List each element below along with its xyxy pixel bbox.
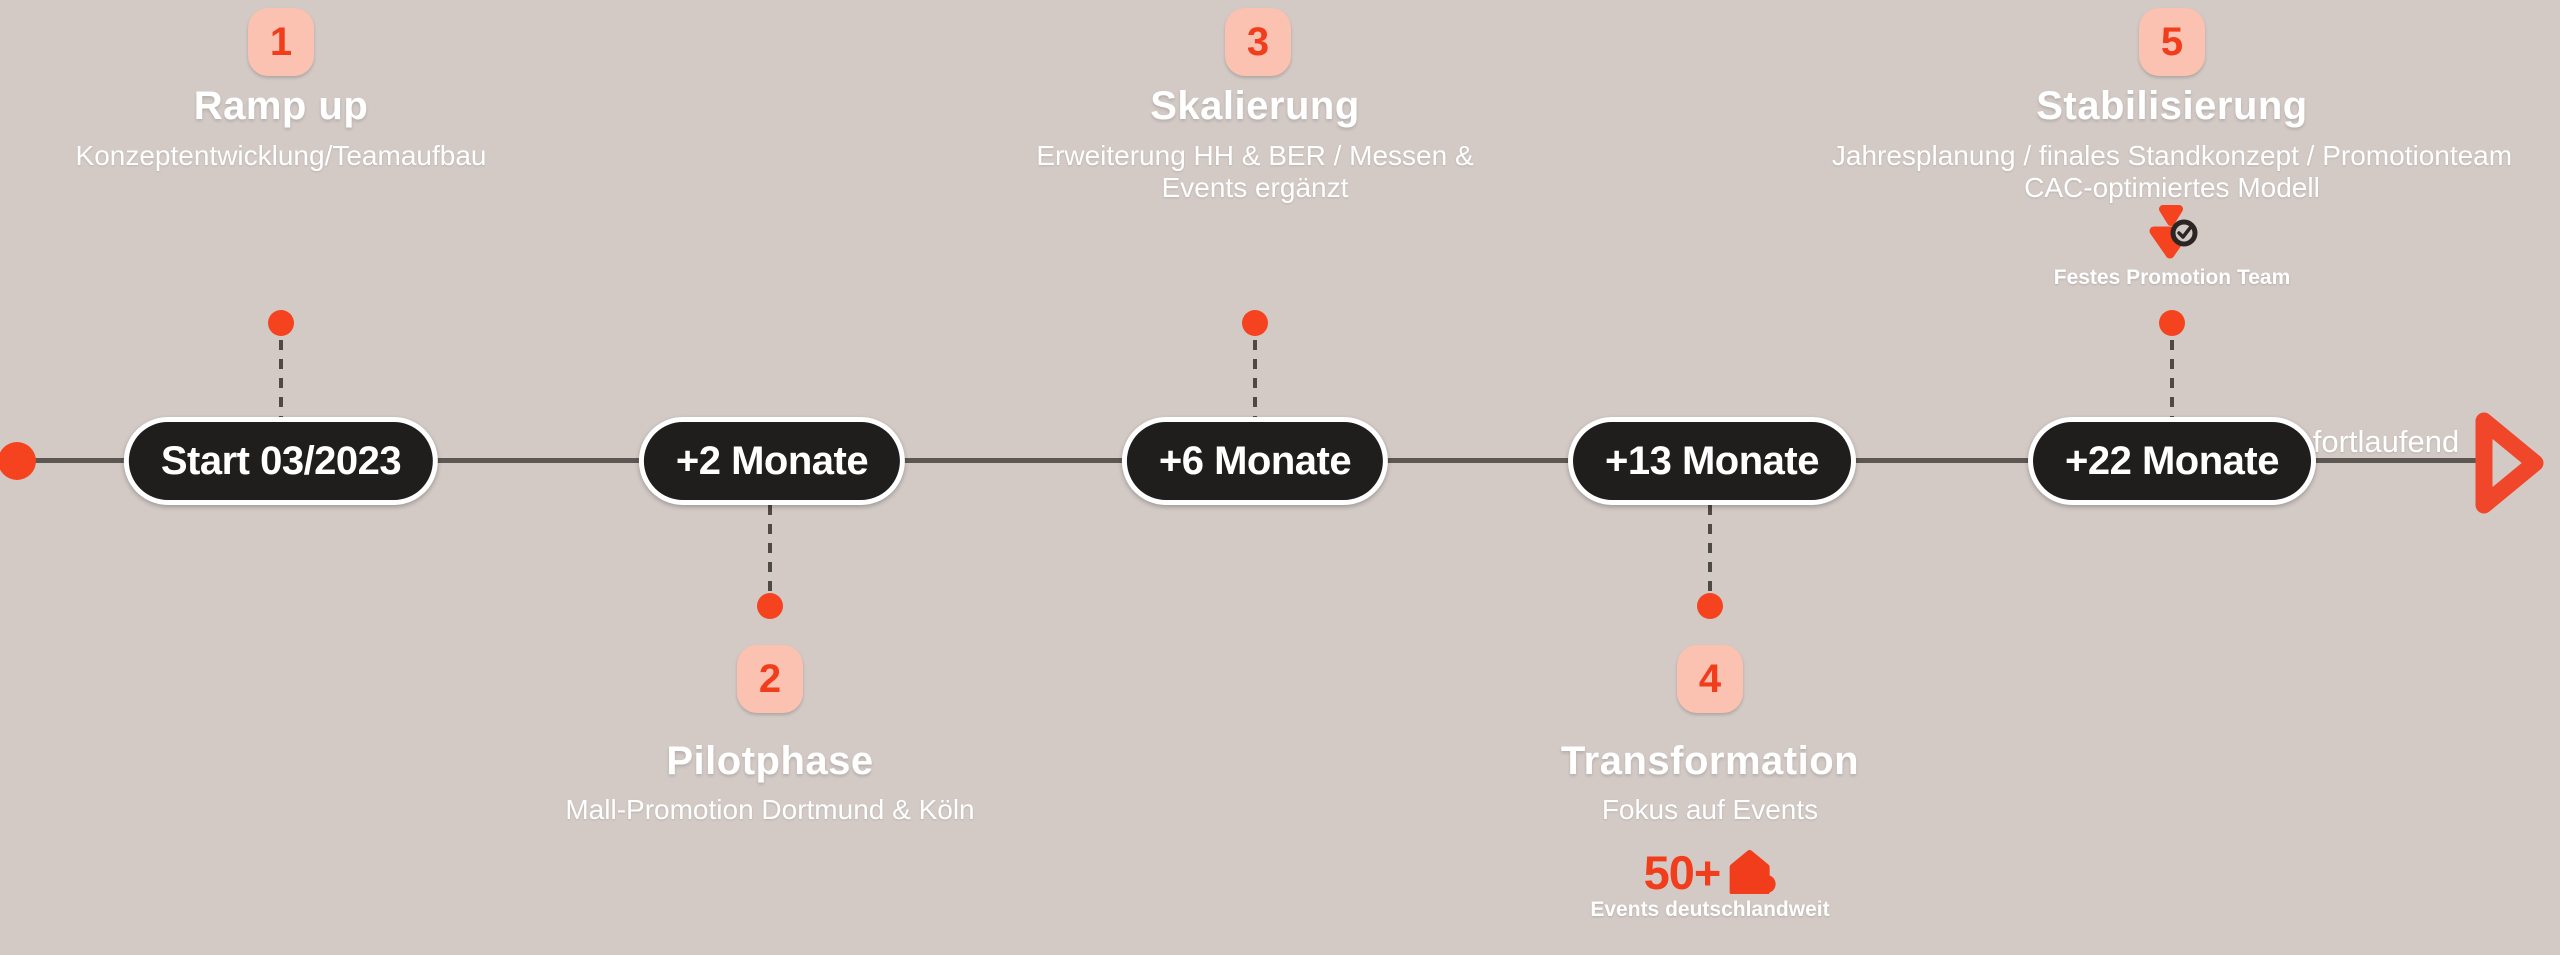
milestone-5-number-badge: 5	[2139, 8, 2205, 76]
milestone-3-connector	[1253, 340, 1257, 417]
milestone-3-number-badge: 3	[1225, 8, 1291, 76]
continuation-label: fortlaufend	[2312, 424, 2460, 459]
milestone-5-dot	[2159, 310, 2185, 336]
timeline-start-dot	[0, 442, 36, 480]
subtitle-line: Jahresplanung / finales Standkonzept / P…	[1831, 140, 2513, 171]
milestone-5-subtitle: Jahresplanung / finales Standkonzept / P…	[1762, 140, 2560, 204]
milestone-1-date-pill: Start 03/2023	[123, 417, 439, 505]
subtitle-line: Mall-Promotion Dortmund & Köln	[565, 794, 975, 825]
milestone-2-title: Pilotphase	[666, 739, 874, 783]
milestone-5-date-pill: +22 Monate	[2028, 417, 2316, 505]
milestone-3-date-pill: +6 Monate	[1121, 417, 1389, 505]
milestone-1-number-badge: 1	[248, 8, 314, 76]
house-icon	[1724, 846, 1776, 899]
milestone-4-title: Transformation	[1560, 739, 1860, 783]
milestone-3-title: Skalierung	[1150, 84, 1360, 128]
milestone-1-connector	[279, 340, 283, 417]
milestone-4-stat: 50+	[1644, 845, 1777, 900]
milestone-2-subtitle: Mall-Promotion Dortmund & Köln	[360, 794, 1180, 826]
milestone-4-date-pill: +13 Monate	[1568, 417, 1856, 505]
milestone-5-title: Stabilisierung	[2036, 84, 2308, 128]
milestone-2-dot	[757, 593, 783, 619]
milestone-2-number-badge: 2	[737, 645, 803, 713]
milestone-1-subtitle: Konzeptentwicklung/Teamaufbau	[0, 140, 691, 172]
play-arrow-icon	[2471, 410, 2553, 521]
milestone-4-connector	[1708, 505, 1712, 593]
milestone-5-callout-label: Festes Promotion Team	[2053, 266, 2291, 289]
milestone-4-stat-label: Events deutschlandweit	[1590, 898, 1830, 921]
subtitle-line: Events ergänzt	[1161, 172, 1349, 203]
subtitle-line: CAC-optimiertes Modell	[2024, 172, 2320, 203]
milestone-3-subtitle: Erweiterung HH & BER / Messen & Events e…	[845, 140, 1665, 204]
team-check-icon	[2141, 203, 2203, 268]
subtitle-line: Erweiterung HH & BER / Messen &	[1036, 140, 1474, 171]
milestone-3-dot	[1242, 310, 1268, 336]
milestone-1-dot	[268, 310, 294, 336]
subtitle-line: Fokus auf Events	[1601, 794, 1819, 825]
stat-value: 50+	[1643, 846, 1722, 899]
milestone-4-dot	[1697, 593, 1723, 619]
milestone-1-title: Ramp up	[193, 84, 369, 128]
milestone-4-subtitle: Fokus auf Events	[1300, 794, 2120, 826]
milestone-4-number-badge: 4	[1677, 645, 1743, 713]
milestone-5-connector	[2170, 340, 2174, 417]
milestone-2-connector	[768, 505, 772, 593]
subtitle-line: Konzeptentwicklung/Teamaufbau	[75, 140, 487, 171]
milestone-2-date-pill: +2 Monate	[638, 417, 906, 505]
